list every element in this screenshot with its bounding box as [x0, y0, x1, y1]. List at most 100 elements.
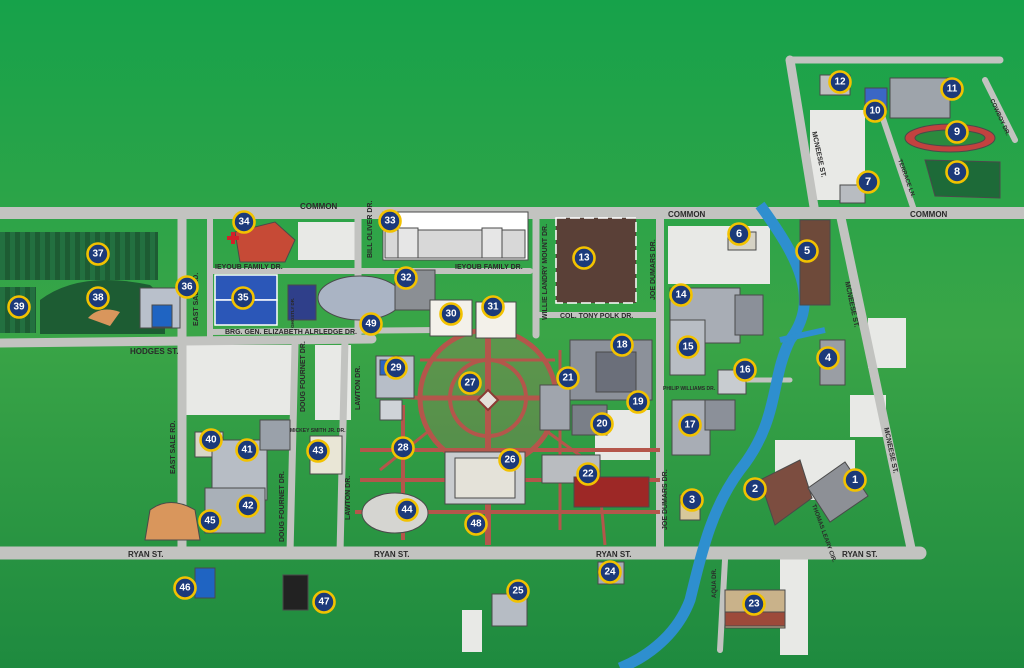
svg-text:14: 14	[675, 290, 687, 301]
svg-text:26: 26	[504, 455, 516, 466]
street-label: BRG. GEN. ELIZABETH ALRLEDGE DR.	[225, 329, 357, 336]
marker-43[interactable]: 43	[306, 439, 330, 463]
svg-text:44: 44	[401, 505, 413, 516]
marker-37[interactable]: 37	[86, 242, 110, 266]
svg-text:41: 41	[241, 445, 253, 456]
svg-text:38: 38	[92, 293, 104, 304]
svg-text:29: 29	[390, 363, 402, 374]
marker-39[interactable]: 39	[7, 295, 31, 319]
marker-31[interactable]: 31	[481, 295, 505, 319]
marker-45[interactable]: 45	[198, 509, 222, 533]
marker-30[interactable]: 30	[439, 302, 463, 326]
marker-9[interactable]: 9	[945, 120, 969, 144]
marker-19[interactable]: 19	[626, 390, 650, 414]
street-label: GHOSTLY DR.	[290, 298, 295, 328]
marker-18[interactable]: 18	[610, 333, 634, 357]
svg-text:8: 8	[954, 166, 960, 178]
street-label: EAST SALE RD.	[193, 273, 200, 326]
street-label: LAWTON DR.	[345, 476, 352, 520]
svg-text:36: 36	[181, 282, 193, 293]
marker-46[interactable]: 46	[173, 576, 197, 600]
marker-2[interactable]: 2	[743, 477, 767, 501]
svg-text:48: 48	[470, 519, 482, 530]
svg-text:20: 20	[596, 419, 608, 430]
street-label: PHILIP WILLIAMS DR.	[663, 386, 716, 392]
street-label: IEYOUB FAMILY DR.	[215, 264, 283, 271]
marker-23[interactable]: 23	[742, 592, 766, 616]
svg-text:42: 42	[242, 501, 254, 512]
street-label: RYAN ST.	[596, 550, 631, 559]
marker-16[interactable]: 16	[733, 358, 757, 382]
marker-28[interactable]: 28	[391, 436, 415, 460]
svg-text:31: 31	[487, 302, 499, 313]
svg-text:35: 35	[237, 293, 249, 304]
svg-text:21: 21	[562, 373, 574, 384]
svg-text:12: 12	[834, 77, 846, 88]
svg-text:25: 25	[512, 586, 524, 597]
marker-33[interactable]: 33	[378, 209, 402, 233]
street-label: RYAN ST.	[842, 550, 877, 559]
street-label: JOE DUMARS DR.	[662, 469, 669, 530]
svg-text:30: 30	[445, 309, 457, 320]
marker-38[interactable]: 38	[86, 286, 110, 310]
marker-32[interactable]: 32	[394, 266, 418, 290]
svg-text:33: 33	[384, 216, 396, 227]
field-37	[0, 232, 158, 280]
marker-1[interactable]: 1	[843, 468, 867, 492]
marker-34[interactable]: 34	[232, 210, 256, 234]
marker-22[interactable]: 22	[576, 462, 600, 486]
marker-6[interactable]: 6	[727, 222, 751, 246]
marker-10[interactable]: 10	[863, 99, 887, 123]
svg-text:9: 9	[954, 126, 960, 138]
svg-text:37: 37	[92, 249, 104, 260]
svg-text:19: 19	[632, 397, 644, 408]
marker-5[interactable]: 5	[795, 239, 819, 263]
marker-13[interactable]: 13	[572, 246, 596, 270]
marker-44[interactable]: 44	[395, 498, 419, 522]
marker-25[interactable]: 25	[506, 579, 530, 603]
marker-3[interactable]: 3	[680, 488, 704, 512]
marker-42[interactable]: 42	[236, 494, 260, 518]
svg-text:11: 11	[947, 84, 958, 95]
marker-36[interactable]: 36	[175, 275, 199, 299]
marker-7[interactable]: 7	[856, 170, 880, 194]
svg-text:3: 3	[689, 494, 695, 506]
marker-41[interactable]: 41	[235, 438, 259, 462]
svg-text:46: 46	[179, 583, 191, 594]
marker-48[interactable]: 48	[464, 512, 488, 536]
marker-24[interactable]: 24	[598, 560, 622, 584]
marker-40[interactable]: 40	[199, 428, 223, 452]
marker-8[interactable]: 8	[945, 160, 969, 184]
marker-11[interactable]: 11	[940, 77, 964, 101]
marker-15[interactable]: 15	[676, 335, 700, 359]
svg-text:1: 1	[852, 474, 858, 486]
svg-text:28: 28	[397, 443, 409, 454]
street-label: COMMON	[300, 202, 338, 211]
marker-20[interactable]: 20	[590, 412, 614, 436]
creek-branch	[779, 327, 826, 343]
marker-14[interactable]: 14	[669, 283, 693, 307]
svg-text:43: 43	[312, 446, 324, 457]
marker-27[interactable]: 27	[458, 371, 482, 395]
svg-text:7: 7	[865, 176, 871, 188]
marker-21[interactable]: 21	[556, 366, 580, 390]
marker-17[interactable]: 17	[678, 413, 702, 437]
marker-35[interactable]: 35	[231, 286, 255, 310]
street-label: DOUG FOURNET DR.	[279, 471, 286, 542]
svg-text:34: 34	[238, 217, 250, 228]
street-label: AQUA DR.	[712, 568, 718, 598]
street-label: COMMON	[910, 210, 948, 219]
svg-text:23: 23	[748, 599, 760, 610]
marker-4[interactable]: 4	[816, 346, 840, 370]
svg-text:47: 47	[318, 597, 330, 608]
marker-47[interactable]: 47	[312, 590, 336, 614]
marker-12[interactable]: 12	[828, 70, 852, 94]
street-label: DOUG FOURNET DR.	[300, 341, 307, 412]
street-label: WILLIE LANDRY MOUNT DR.	[542, 224, 549, 320]
svg-text:2: 2	[752, 483, 758, 495]
marker-29[interactable]: 29	[384, 356, 408, 380]
marker-26[interactable]: 26	[498, 448, 522, 472]
marker-49[interactable]: 49	[359, 312, 383, 336]
